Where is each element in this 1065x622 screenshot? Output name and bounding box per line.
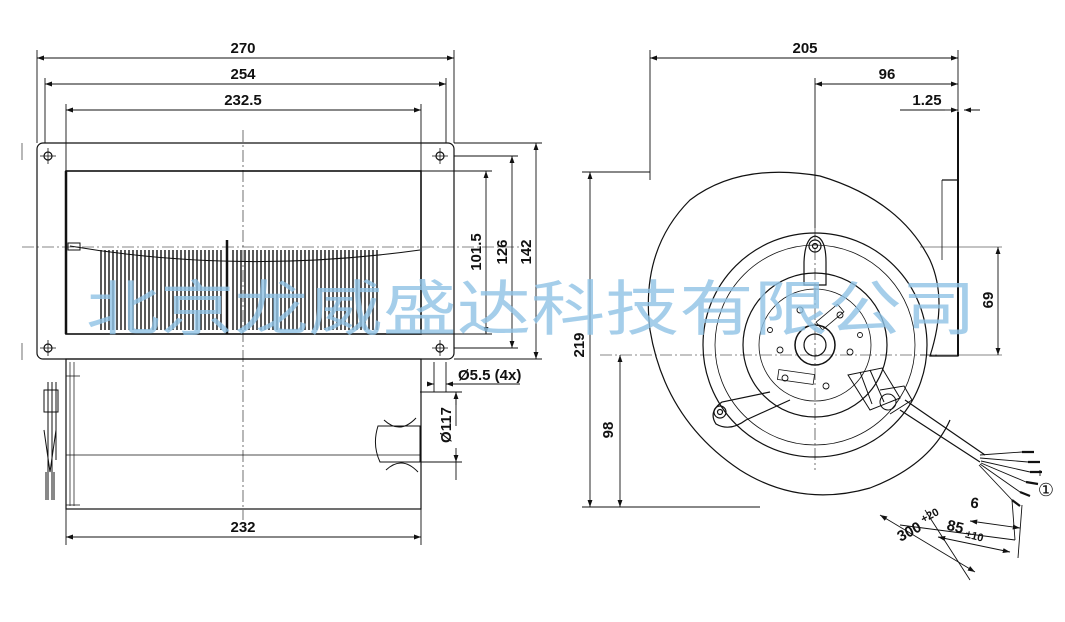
callout-1: ① [1038, 480, 1054, 501]
mount-arm-top [803, 235, 827, 286]
front-housing [65, 358, 422, 510]
side-cable [899, 399, 986, 463]
volute-housing [647, 171, 959, 496]
dim-69: 69 [980, 292, 997, 309]
dim-232: 232 [230, 519, 255, 536]
cable-gland [847, 367, 913, 415]
dim-1-25: 1.25 [912, 92, 941, 109]
dim-cable-end-tol: ±10 [964, 529, 985, 545]
dim-cable-end: 85 [945, 517, 965, 538]
dim-cable-length: 300 [894, 519, 924, 546]
mount-holes [40, 148, 448, 356]
dim-98: 98 [600, 422, 617, 439]
dim-254: 254 [230, 66, 256, 83]
dim-cable-length-tol: +20 [919, 506, 941, 525]
impeller-blades [100, 240, 378, 334]
dim-inlet-diameter: Ø117 [438, 407, 455, 443]
side-view [600, 112, 1042, 507]
dim-mount-hole: Ø5.5 (4x) [458, 367, 521, 384]
front-dimensions [36, 50, 542, 545]
hub-bolts [767, 306, 863, 390]
dim-142: 142 [518, 239, 535, 264]
front-cable [43, 382, 59, 500]
dim-270: 270 [230, 40, 255, 57]
dim-232-5: 232.5 [224, 92, 262, 109]
watermark: 北京龙威盛达科技有限公司 [86, 275, 976, 345]
dim-219: 219 [571, 332, 588, 357]
side-dimensions [582, 50, 1041, 581]
dim-205: 205 [792, 40, 817, 57]
front-dimension-labels: 270 254 232.5 232 101.5 126 142 Ø5.5 (4x… [224, 40, 535, 536]
dim-96: 96 [879, 66, 896, 83]
dim-126: 126 [494, 239, 511, 264]
cable-wires [978, 450, 1042, 507]
dim-cable-strip: 6 [969, 495, 980, 513]
front-view [21, 130, 520, 520]
dim-101-5: 101.5 [468, 233, 485, 271]
